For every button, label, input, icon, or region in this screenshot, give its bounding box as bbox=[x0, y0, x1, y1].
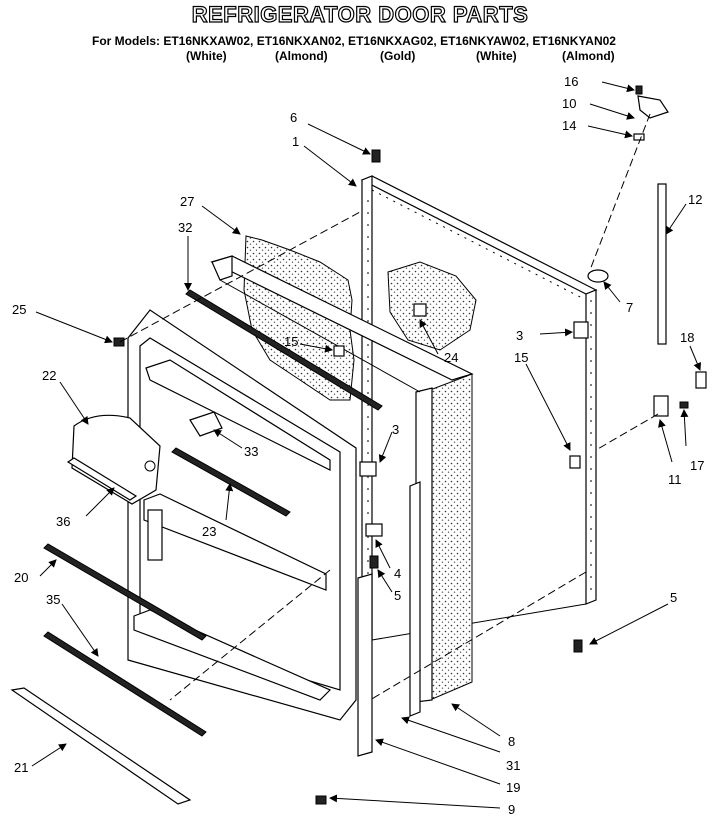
callout-10: 10 bbox=[562, 96, 576, 111]
callout-15a: 15 bbox=[284, 334, 298, 349]
models-line: For Models: ET16NKXAW02, ET16NKXAN02, ET… bbox=[92, 34, 616, 48]
callout-15b: 15 bbox=[514, 350, 528, 365]
callout-numbers: 6 1 27 32 25 15 22 33 23 36 20 35 21 3 4… bbox=[12, 74, 704, 817]
callout-6: 6 bbox=[290, 110, 297, 125]
callout-11: 11 bbox=[668, 472, 682, 487]
shelf-bar-35 bbox=[43, 631, 207, 737]
shelf-bar-32 bbox=[185, 289, 383, 411]
color-white-1: (White) bbox=[186, 49, 227, 63]
color-almond-2: (Almond) bbox=[562, 49, 615, 63]
callout-18: 18 bbox=[680, 330, 694, 345]
color-white-2: (White) bbox=[476, 49, 517, 63]
callout-21: 21 bbox=[14, 760, 28, 775]
shelf-bar-23 bbox=[171, 447, 291, 517]
callout-12: 12 bbox=[688, 192, 702, 207]
callout-8: 8 bbox=[508, 734, 515, 749]
foam-patch bbox=[387, 261, 477, 351]
callout-36: 36 bbox=[56, 514, 70, 529]
callout-35: 35 bbox=[46, 592, 60, 607]
callout-3b: 3 bbox=[392, 422, 399, 437]
callout-1: 1 bbox=[292, 134, 299, 149]
callout-16: 16 bbox=[564, 74, 578, 89]
shelf-bar-20 bbox=[43, 543, 207, 641]
door-stop bbox=[409, 481, 421, 717]
callout-23: 23 bbox=[202, 524, 216, 539]
callout-22: 22 bbox=[42, 368, 56, 383]
callout-5b: 5 bbox=[670, 590, 677, 605]
callout-25: 25 bbox=[12, 302, 26, 317]
color-almond-1: (Almond) bbox=[275, 49, 328, 63]
callout-17: 17 bbox=[690, 458, 704, 473]
callout-33: 33 bbox=[244, 444, 258, 459]
callout-24: 24 bbox=[444, 350, 458, 365]
side-trim bbox=[357, 573, 373, 757]
diagram-title: REFRIGERATOR DOOR PARTS bbox=[191, 1, 529, 27]
callout-9: 9 bbox=[508, 802, 515, 817]
callout-4: 4 bbox=[394, 566, 401, 581]
callout-32: 32 bbox=[178, 220, 192, 235]
callout-5a: 5 bbox=[394, 588, 401, 603]
callout-7: 7 bbox=[626, 300, 633, 315]
leader-lines bbox=[31, 81, 701, 809]
callout-19: 19 bbox=[506, 780, 520, 795]
callout-20: 20 bbox=[14, 570, 28, 585]
patch-clip bbox=[413, 303, 427, 317]
color-gold: (Gold) bbox=[380, 49, 416, 63]
callout-27: 27 bbox=[180, 194, 194, 209]
callout-3a: 3 bbox=[516, 328, 523, 343]
callout-31: 31 bbox=[506, 758, 520, 773]
callout-14: 14 bbox=[562, 118, 576, 133]
bottom-trim-21 bbox=[10, 687, 192, 805]
small-hardware bbox=[113, 85, 707, 805]
